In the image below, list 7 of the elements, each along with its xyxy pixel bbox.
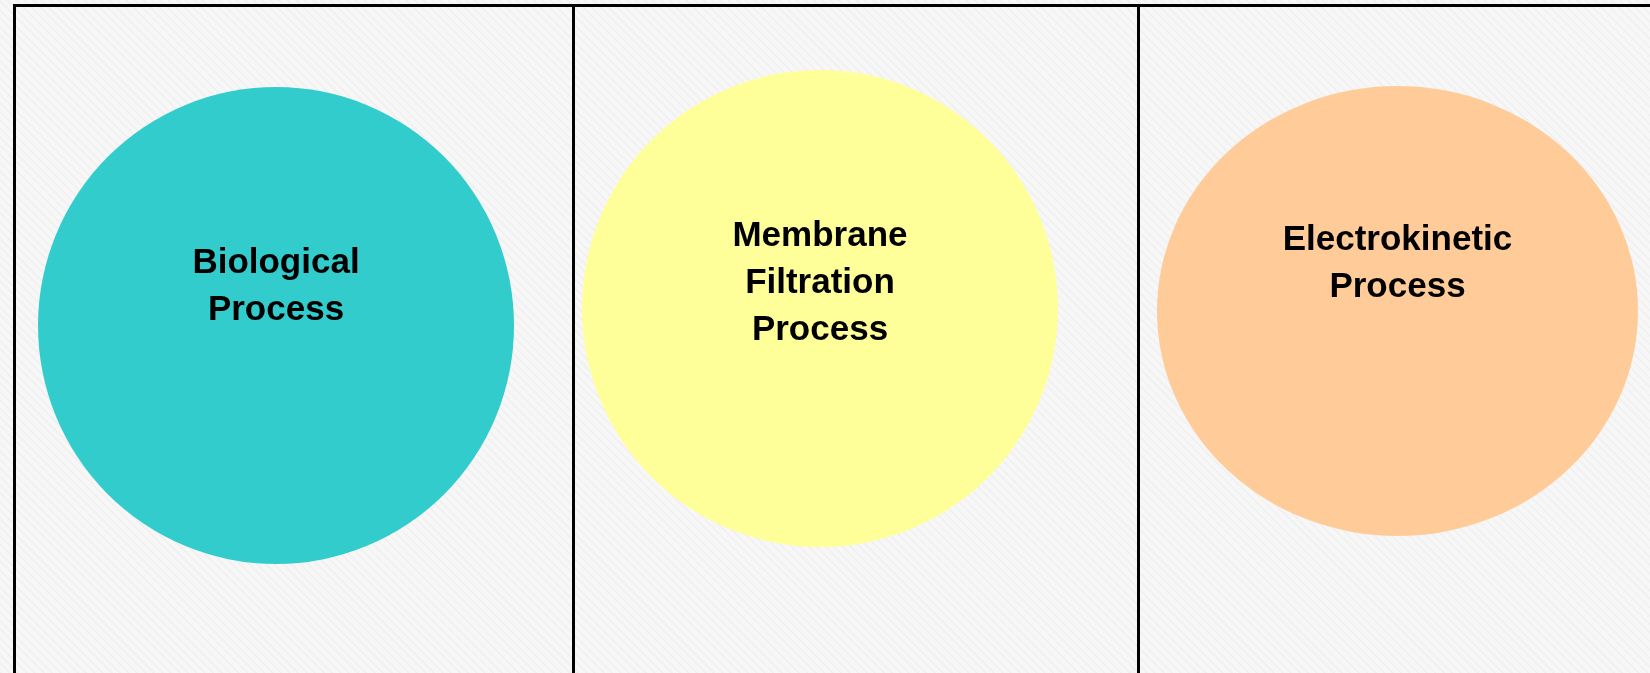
column-panel bbox=[13, 4, 575, 673]
process-label: Biological Process bbox=[191, 240, 361, 329]
process-circle bbox=[38, 87, 514, 564]
process-circle bbox=[582, 70, 1058, 547]
process-label: Electrokinetic Process bbox=[1281, 217, 1514, 306]
process-circle bbox=[1157, 86, 1638, 536]
process-label: Membrane Filtration Process bbox=[731, 213, 909, 349]
